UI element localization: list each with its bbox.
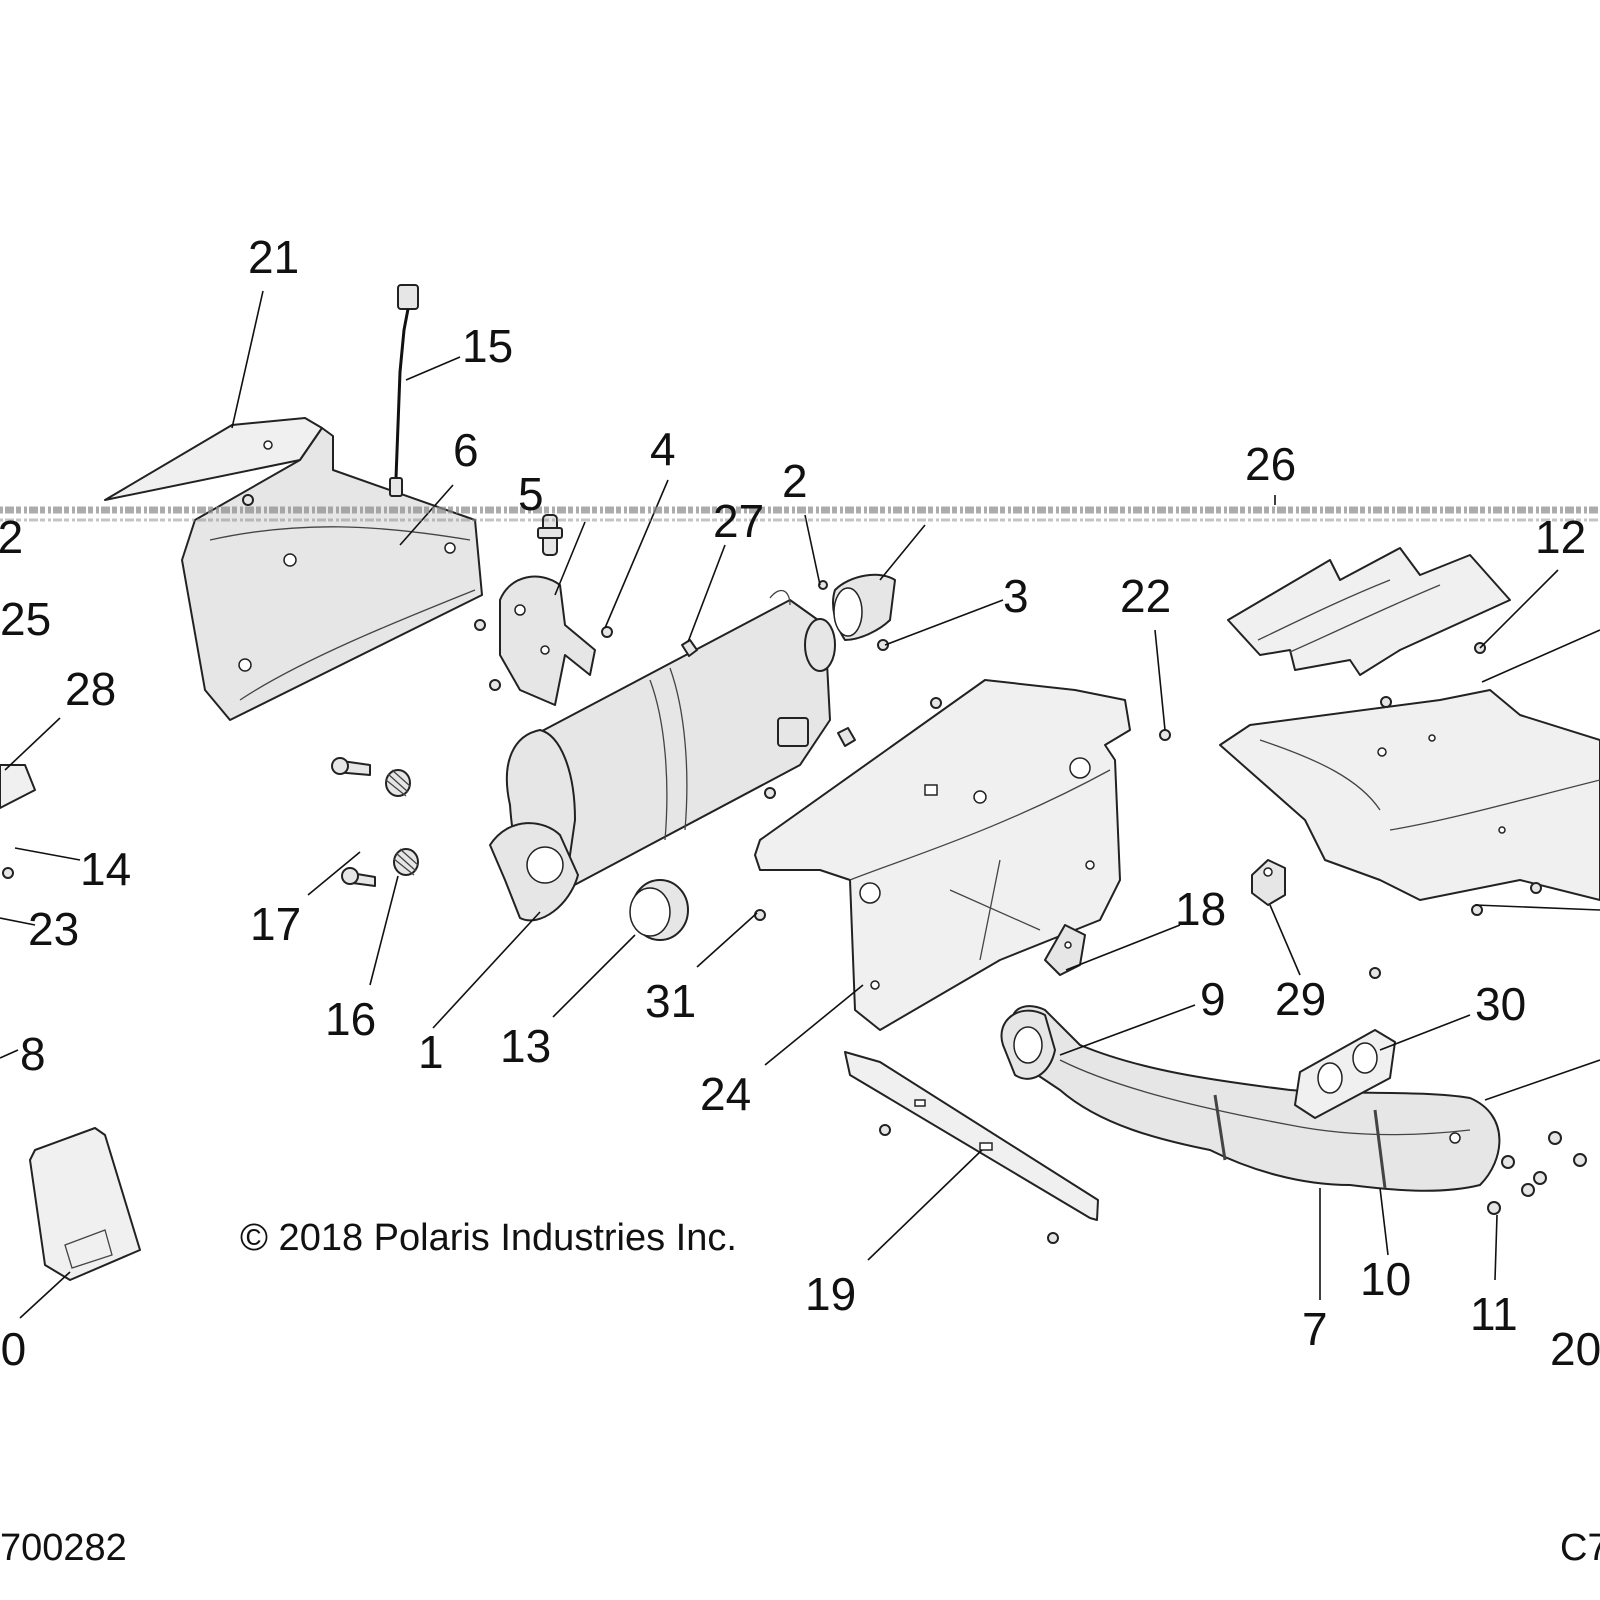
callout-labels: 21 15 6 4 5 2 27 26 12 3 22 12 25 28 14 …: [0, 231, 1600, 1375]
part-30-gasket: [1294, 1029, 1396, 1119]
callout-14: 14: [80, 843, 131, 895]
callout-8: 8: [20, 1028, 46, 1080]
part-26-corrugated-shield: [1227, 547, 1511, 676]
part-20-plate: [29, 1127, 141, 1281]
callout-25: 25: [0, 593, 51, 645]
part-5-sensor-boss: [537, 514, 563, 556]
part-17-bolt: [331, 757, 376, 887]
fasteners: [2, 494, 1587, 1244]
part-2-elbow: [832, 573, 896, 641]
part-19-bracket: [844, 1051, 1099, 1221]
part-6-shield-piece: [499, 575, 596, 706]
callout-12: 12: [1535, 511, 1586, 563]
part-12-heat-shield: [1219, 689, 1600, 901]
callout-31: 31: [645, 975, 696, 1027]
part-28-plate: [0, 764, 36, 809]
callout-29: 29: [1275, 973, 1326, 1025]
callout-19: 19: [805, 1268, 856, 1320]
callout-3: 3: [1003, 570, 1029, 622]
callout-28: 28: [65, 663, 116, 715]
callout-24: 24: [700, 1068, 751, 1120]
part-9-flange: [1000, 1009, 1056, 1080]
part-1-muffler: [489, 589, 836, 922]
part-18-mount: [1044, 924, 1086, 976]
callout-4: 4: [650, 423, 676, 475]
callout-10: 10: [1360, 1253, 1411, 1305]
callout-18: 18: [1175, 883, 1226, 935]
callout-16: 16: [325, 993, 376, 1045]
copyright-notice: © 2018 Polaris Industries Inc.: [240, 1217, 737, 1259]
callout-12-edge: 12: [0, 511, 23, 563]
callout-5: 5: [518, 468, 544, 520]
callout-20-right: 20: [1550, 1323, 1600, 1375]
callout-7: 7: [1302, 1303, 1328, 1355]
callout-20-left: 20: [0, 1323, 26, 1375]
part-21-heat-shield: [104, 417, 483, 721]
part-7-header-pipe: [1011, 1005, 1501, 1192]
callout-26: 26: [1245, 438, 1296, 490]
callout-22: 22: [1120, 570, 1171, 622]
callout-30: 30: [1475, 978, 1526, 1030]
callout-27: 27: [713, 495, 764, 547]
callout-23: 23: [28, 903, 79, 955]
callout-9: 9: [1200, 973, 1226, 1025]
part-29-mount: [1251, 859, 1286, 906]
callout-15: 15: [462, 320, 513, 372]
callout-11: 11: [1470, 1288, 1518, 1340]
part-16-spring: [385, 769, 419, 876]
leader-lines: [0, 290, 1600, 1319]
callout-21: 21: [248, 231, 299, 283]
callout-2: 2: [782, 455, 808, 507]
part-15-oxygen-sensor: [389, 284, 419, 497]
part-24-heat-shield: [754, 679, 1131, 1031]
callout-13: 13: [500, 1020, 551, 1072]
corner-code: C7: [1560, 1527, 1600, 1569]
part-13-seal-ring: [629, 879, 689, 941]
callout-17: 17: [250, 898, 301, 950]
callout-1: 1: [418, 1026, 444, 1078]
drawing-number: 700282: [0, 1527, 127, 1569]
callout-6: 6: [453, 424, 479, 476]
